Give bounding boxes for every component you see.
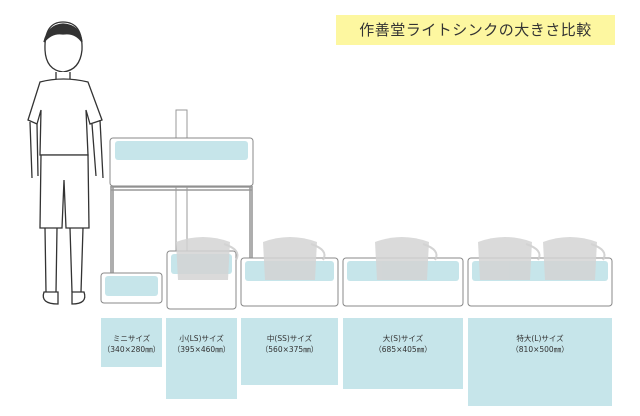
size-name: 中(SS)サイズ [266,334,313,343]
page-title: 作善堂ライトシンクの大きさ比較 [336,15,615,45]
bucket [543,237,606,280]
size-label-box: ミニサイズ （340×280㎜） [101,318,162,367]
sink-4 [342,237,464,307]
size-name: 大(S)サイズ [382,334,424,343]
size-name: ミニサイズ [112,334,151,343]
size-label-box: 特大(L)サイズ （810×500㎜） [468,318,612,406]
person-figure [27,21,104,305]
bucket [375,237,438,280]
size-label-box: 小(LS)サイズ （395×460㎜） [166,318,237,399]
sink-on-stand [109,137,254,187]
size-dimensions: （395×460㎜） [172,345,231,354]
bucket [176,237,239,280]
bucket [263,237,326,280]
size-label-box: 中(SS)サイズ （560×375㎜） [241,318,338,385]
size-name: 小(LS)サイズ [179,334,224,343]
size-dimensions: （560×375㎜） [260,345,319,354]
size-label-box: 大(S)サイズ （685×405㎜） [343,318,463,389]
size-dimensions: （340×280㎜） [102,345,161,354]
sink-5 [467,237,613,307]
bucket [478,237,541,280]
sink-3 [240,237,339,307]
size-dimensions: （685×405㎜） [374,345,432,354]
size-dimensions: （810×500㎜） [511,345,569,354]
sink-stand [110,186,253,275]
sink-1 [100,272,163,304]
sink-2 [166,237,239,310]
size-name: 特大(L)サイズ [516,334,564,343]
